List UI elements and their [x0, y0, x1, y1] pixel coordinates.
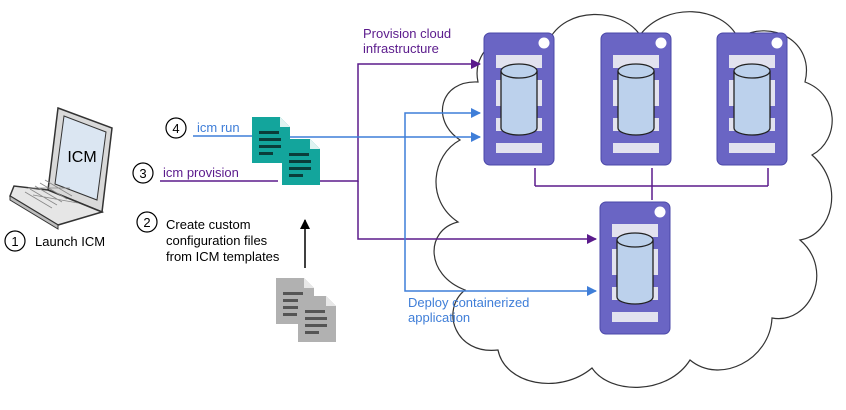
step-2-line-1: Create custom	[166, 217, 251, 232]
step-1-badge	[4, 230, 26, 252]
provision-connectors	[320, 59, 597, 244]
step-1-number: 1	[11, 234, 18, 249]
step-4-number: 4	[172, 121, 179, 136]
provision-callout-line-1: Provision cloud	[363, 26, 451, 41]
deploy-callout-line-1: Deploy containerized	[408, 295, 529, 310]
step-2-number: 2	[143, 215, 150, 230]
step-2-badge	[136, 211, 158, 233]
step-3: 3 icm provision	[132, 162, 278, 184]
step-2-line-2: configuration files	[166, 233, 268, 248]
cloud-server-4	[599, 201, 671, 335]
step-3-badge	[132, 162, 154, 184]
template-file-icon-front	[298, 296, 336, 342]
server-interconnect	[534, 168, 769, 200]
config-file-icon-front	[282, 139, 320, 185]
step-1-label: Launch ICM	[35, 234, 105, 249]
step-2: 2 Create custom configuration files from…	[136, 211, 280, 264]
step-1: 1 Launch ICM	[4, 230, 105, 252]
deploy-callout-line-2: application	[408, 310, 470, 325]
step-4-label: icm run	[197, 120, 240, 135]
step-4: 4 icm run	[165, 117, 252, 139]
cloud-server-2	[600, 32, 672, 166]
laptop-screen-label: ICM	[67, 149, 96, 166]
laptop-icon: ICM	[9, 106, 113, 230]
deploy-connectors	[290, 108, 597, 296]
step-3-label: icm provision	[163, 165, 239, 180]
step-4-badge	[165, 117, 187, 139]
provision-callout-line-2: infrastructure	[363, 41, 439, 56]
step-3-number: 3	[139, 166, 146, 181]
step-2-line-3: from ICM templates	[166, 249, 280, 264]
cloud-server-1	[483, 32, 555, 166]
cloud-server-3	[716, 32, 788, 166]
